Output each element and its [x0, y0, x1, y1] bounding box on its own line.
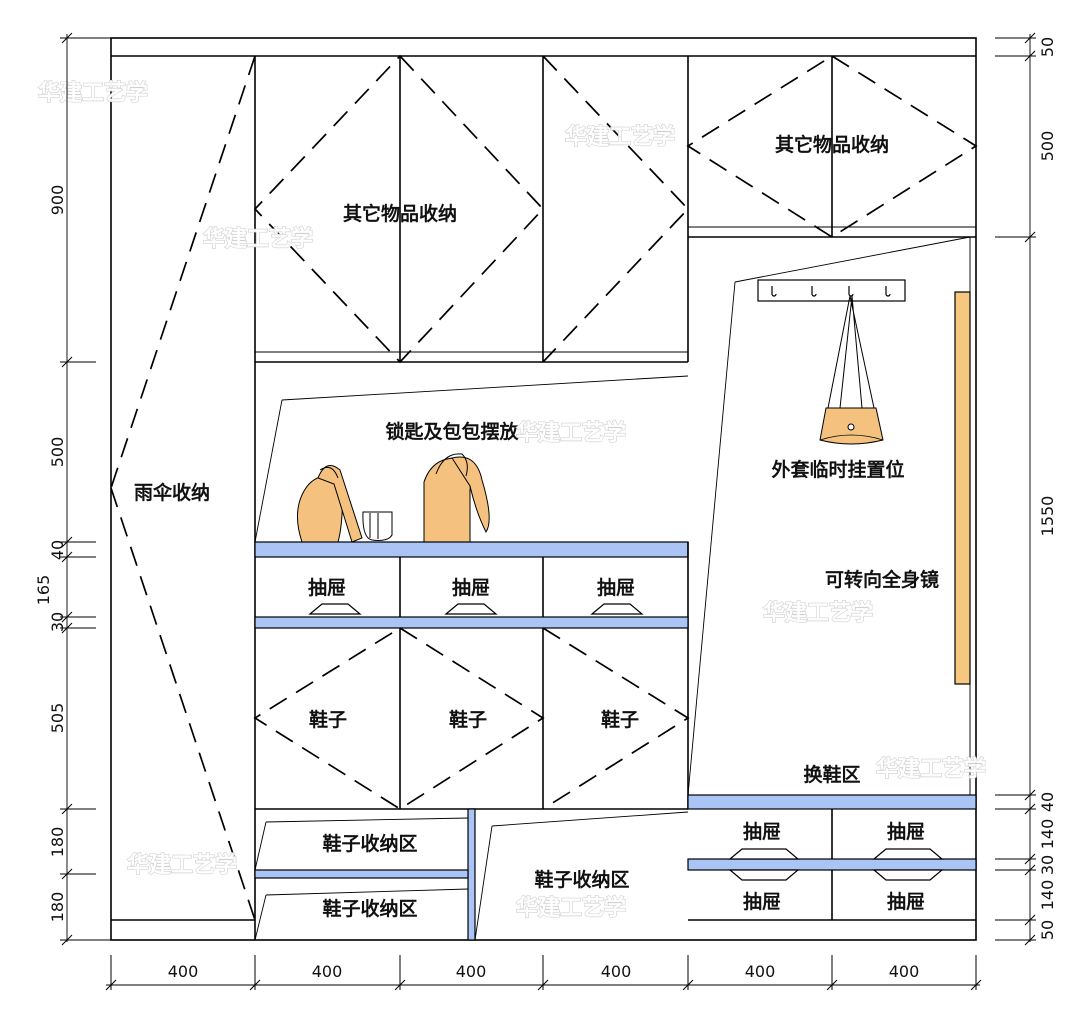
hook-icon [771, 286, 891, 297]
label-shoes: 鞋子 [309, 708, 347, 731]
dimension-label: 500 [1038, 131, 1057, 162]
dimension-label: 505 [48, 703, 67, 734]
display-shelf [254, 541, 689, 558]
upper-door-swing-2 [542, 55, 690, 363]
umbrella-door-swing [110, 55, 256, 921]
label-keys-bags: 锁匙及包包摆放 [385, 420, 519, 443]
hanging-handbag-icon [819, 295, 884, 445]
label-shoes: 鞋子 [449, 708, 487, 731]
label-umbrella: 雨伞收纳 [134, 481, 210, 504]
upper-right-door-swing [686, 54, 978, 239]
watermark: 华建工艺学 [203, 226, 313, 252]
upper-right-cabinet [686, 54, 978, 239]
dimension-label: 50 [1038, 920, 1057, 940]
label-drawer: 抽屉 [887, 820, 925, 843]
dimension-label: 40 [1038, 792, 1057, 812]
shoes-icon [362, 511, 393, 541]
key-bag-niche [254, 375, 689, 543]
dimension-label: 165 [34, 575, 53, 606]
label-shoe-zone: 鞋子收纳区 [322, 832, 417, 855]
upper-drawer-row [308, 542, 689, 809]
lower-divider-board [467, 808, 476, 941]
dimension-label: 500 [48, 437, 67, 468]
zone-labels: 雨伞收纳 其它物品收纳 其它物品收纳 锁匙及包包摆放 外套临时挂置位 可转向全身… [134, 133, 939, 920]
watermark: 华建工艺学 [516, 895, 626, 921]
label-drawer: 抽屉 [743, 890, 781, 913]
dimension-label: 30 [48, 612, 67, 632]
watermark: 华建工艺学 [876, 756, 986, 782]
label-shoes: 鞋子 [601, 708, 639, 731]
bench-top [687, 794, 977, 810]
backpack-icon [423, 453, 490, 543]
label-other-storage-left: 其它物品收纳 [343, 202, 457, 225]
shoe-door-swing-2 [542, 627, 690, 810]
dimension-label: 30 [1038, 855, 1057, 875]
full-length-mirror [954, 291, 971, 685]
label-shoe-zone: 鞋子收纳区 [534, 868, 629, 891]
watermarks: 华建工艺学 华建工艺学 华建工艺学 华建工艺学 华建工艺学 华建工艺学 华建工艺… [37, 79, 986, 921]
dimension-label: 400 [168, 962, 199, 981]
bench-drawers [687, 809, 977, 921]
dimension-label: 1550 [1038, 496, 1057, 537]
label-drawer: 抽屉 [887, 890, 925, 913]
dimension-label: 180 [48, 892, 67, 923]
coat-hook-rail [757, 279, 906, 302]
dimension-label: 400 [312, 962, 343, 981]
watermark: 华建工艺学 [565, 124, 675, 150]
watermark: 华建工艺学 [38, 80, 148, 106]
dimension-label: 900 [48, 185, 67, 216]
drawer-divider-shelf [254, 616, 689, 629]
left-dimension-chain: 900 500 40 165 30 505 180 180 [34, 32, 111, 946]
label-mirror: 可转向全身镜 [825, 568, 939, 591]
dimension-label: 40 [48, 540, 67, 560]
changing-area [687, 236, 971, 796]
drawer-handle-icon [872, 848, 944, 860]
lower-shoe-storage [254, 808, 689, 941]
watermark: 华建工艺学 [516, 420, 626, 446]
upper-door-swing-1 [253, 54, 545, 364]
drawer-handle-icon [728, 869, 800, 881]
drawer-handle-icon [728, 848, 800, 860]
handbag-icon [297, 465, 363, 543]
upper-left-cabinets [253, 54, 690, 364]
dimension-label: 400 [456, 962, 487, 981]
label-change-area: 换鞋区 [803, 763, 860, 786]
dimension-label: 140 [1038, 880, 1057, 911]
shoe-door-swing-1 [253, 626, 545, 811]
lower-shelf-board [254, 869, 469, 879]
watermark: 华建工艺学 [763, 600, 873, 626]
right-dimension-chain: 50 500 1550 40 140 30 140 50 [995, 32, 1057, 946]
bench-drawer-divider [687, 858, 977, 871]
label-coat-hanging: 外套临时挂置位 [771, 458, 904, 481]
label-shoe-zone: 鞋子收纳区 [322, 897, 417, 920]
watermark: 华建工艺学 [127, 852, 237, 878]
label-other-storage-right: 其它物品收纳 [775, 133, 889, 156]
label-drawer: 抽屉 [452, 576, 490, 599]
label-drawer: 抽屉 [308, 576, 346, 599]
dimension-label: 180 [48, 827, 67, 858]
label-drawer: 抽屉 [597, 576, 635, 599]
label-drawer: 抽屉 [743, 820, 781, 843]
drawer-handle-icon [590, 603, 644, 615]
bottom-dimension-chain: 400 400 400 400 400 400 [105, 955, 982, 991]
dimension-label: 140 [1038, 819, 1057, 850]
dimension-label: 400 [601, 962, 632, 981]
drawer-handle-icon [872, 869, 944, 881]
drawer-handle-icon [308, 603, 362, 615]
dimension-label: 400 [889, 962, 920, 981]
dimension-label: 50 [1038, 37, 1057, 57]
dimension-label: 400 [745, 962, 776, 981]
drawer-handle-icon [444, 603, 498, 615]
